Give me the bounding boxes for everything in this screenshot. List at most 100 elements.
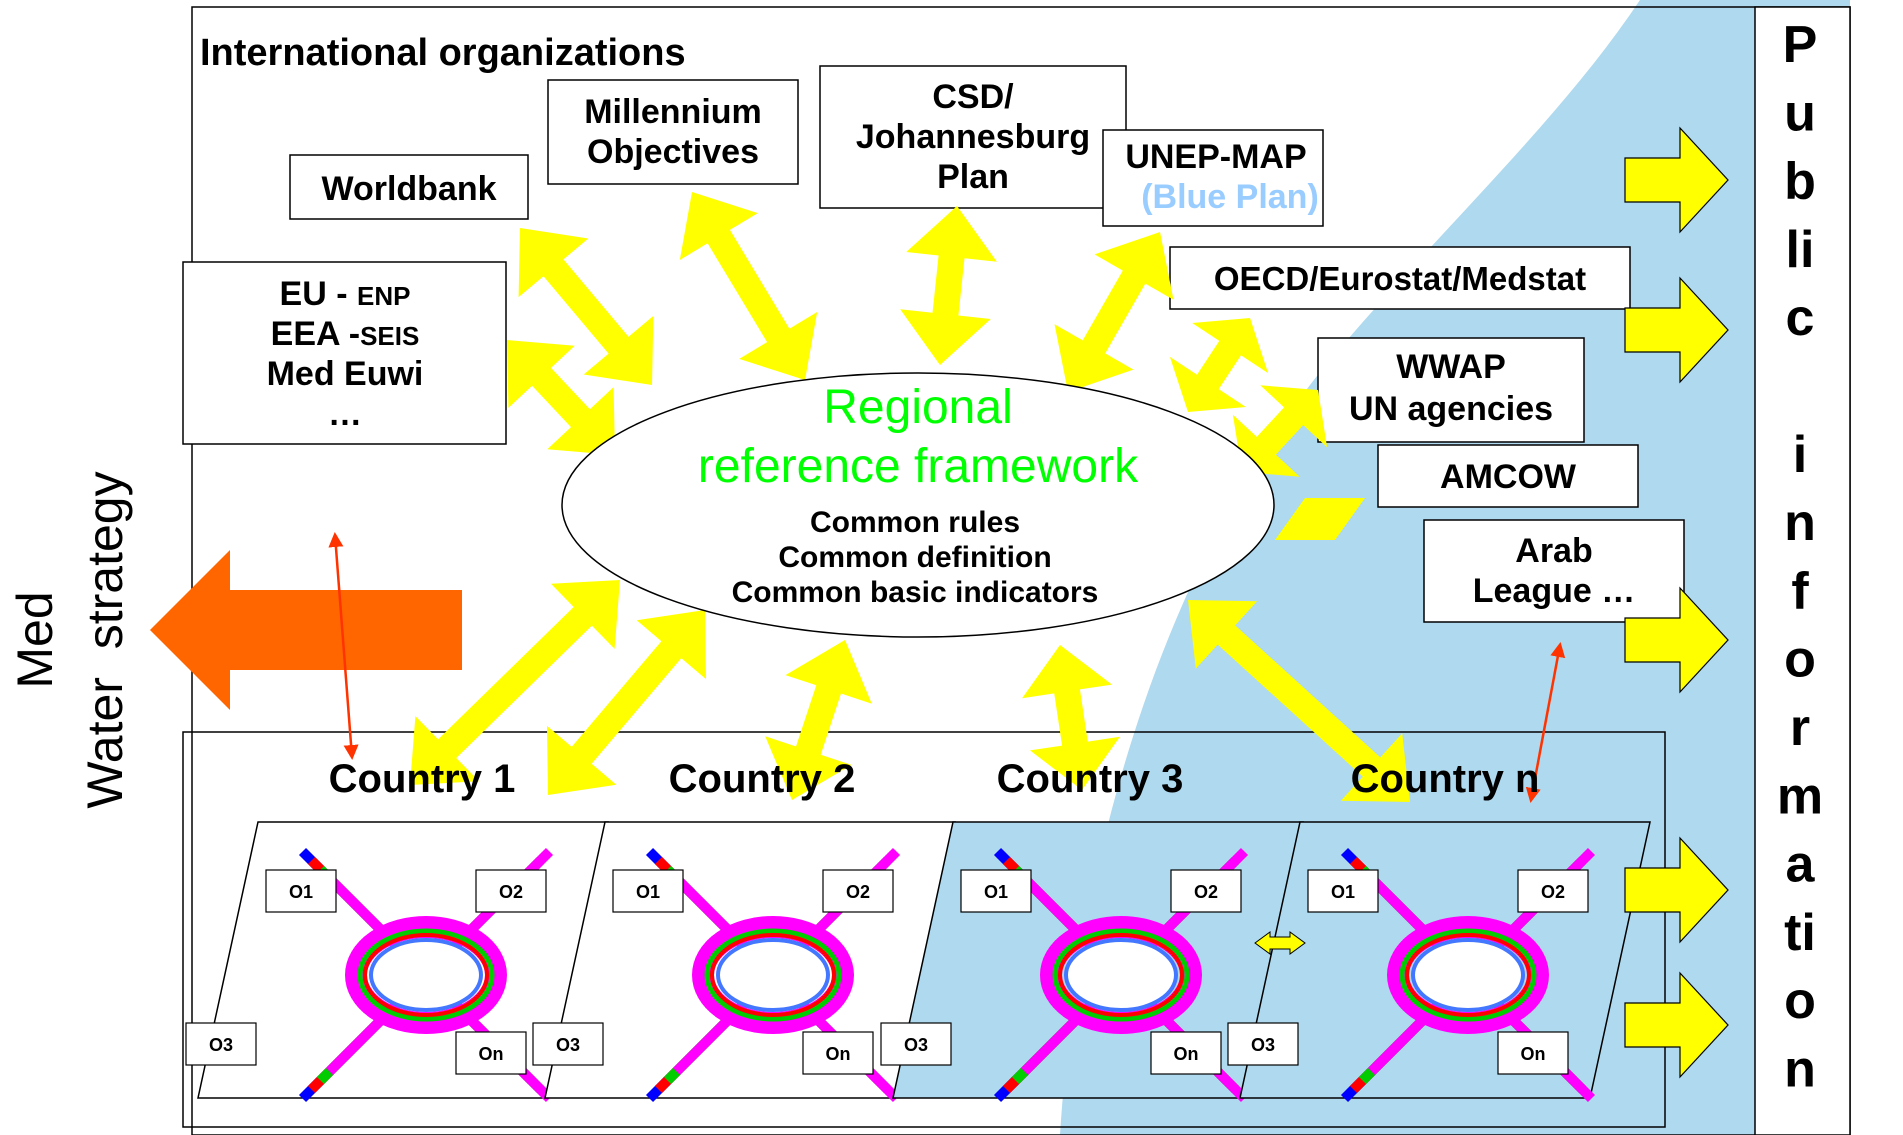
ring-red [1405,933,1531,1017]
unep-line1: UNEP-MAP [1125,138,1306,176]
operator-label-on: On [1174,1044,1199,1064]
public-information-letter: a [1786,836,1816,894]
ring-green [704,928,842,1022]
arrow-unep-framework [1054,232,1174,392]
ring-red [363,933,489,1017]
org-unep-map: UNEP-MAP (Blue Plan) [1102,129,1324,227]
ring-outer [1040,916,1202,1034]
operator-box-o3 [185,1022,257,1066]
operator-label-o1: O1 [289,882,313,902]
amcow-label: AMCOW [1440,458,1577,496]
eu-line3: Med Euwi [267,355,424,393]
strategy-orange-arrow [150,550,462,710]
csd-line2: Johannesburg [856,118,1090,156]
ring-red [1058,933,1184,1017]
yellow-link-arrows [410,192,1410,802]
public-information-letter: li [1786,221,1815,279]
operator-box-o1 [612,869,684,913]
ring-inner [369,938,483,1012]
org-eu: EU - ENP EEA -SEIS Med Euwi … [182,261,507,445]
framework-common-indicators: Common basic indicators [732,576,1099,609]
operator-box-o1 [1307,869,1379,913]
side-label-line1: Med [7,591,63,688]
country-1-label: Country 1 [329,757,516,801]
org-worldbank: Worldbank [289,154,529,220]
med-water-strategy-label: Med Water strategy [7,471,133,808]
org-wwap: WWAP UN agencies [1317,337,1585,443]
regional-framework-ellipse: Regional reference framework Common rule… [561,372,1275,638]
org-csd: CSD/ Johannesburg Plan [819,65,1127,209]
arrow-framework-countryn [1188,600,1410,802]
arrow-worldbank-framework [518,228,654,385]
public-information-letter: n [1784,494,1816,552]
wwap-line1: WWAP [1396,348,1506,386]
operator-label-o1: O1 [636,882,660,902]
framework-title-line2: reference framework [698,440,1139,493]
operator-label-o3: O3 [1251,1035,1275,1055]
arrow-framework-country1b [547,610,706,795]
operator-box-on [802,1031,874,1075]
operator-box-on [455,1031,527,1075]
yellow-parallelogram [1275,498,1365,540]
red-link-arab-countries [1525,642,1566,803]
operator-box-on [1497,1031,1569,1075]
csd-line3: Plan [937,158,1009,196]
public-information-letter: m [1777,767,1823,825]
wwap-line2: UN agencies [1349,390,1553,428]
arrow-framework-country3 [1022,645,1120,790]
operator-box-o2 [475,869,547,913]
operator-label-o3: O3 [904,1035,928,1055]
ring-green [1052,928,1190,1022]
public-information-letter: o [1784,972,1816,1030]
arrow-framework-country1a [410,580,620,785]
international-organizations-heading: International organizations [200,32,686,74]
framework-title-line1: Regional [823,381,1012,434]
unep-blue-plan: (Blue Plan) [1141,178,1319,216]
operator-label-o3: O3 [209,1035,233,1055]
millennium-line2: Objectives [587,133,759,171]
worldbank-label: Worldbank [321,170,496,208]
operator-box-o1 [265,869,337,913]
operator-label-o2: O2 [499,882,523,902]
red-link-eu-countries [328,532,359,760]
country-2-label: Country 2 [669,757,856,801]
org-arab-league: Arab League … [1423,519,1685,623]
country-n-label: Country n [1351,757,1540,801]
operator-label-o2: O2 [1541,882,1565,902]
operator-box-o2 [1517,869,1589,913]
public-information-letter: c [1786,289,1815,347]
public-output-arrow [1624,971,1729,1079]
eu-line2: EEA -SEIS [271,315,420,353]
eu-line4: … [328,395,362,433]
public-output-arrow [1624,586,1729,694]
public-information-letter: u [1784,84,1816,142]
country-3-n-link-arrow [1254,931,1306,955]
public-information-letter: i [1793,426,1807,484]
public-information-letter: o [1784,631,1816,689]
ring-inner [1411,938,1525,1012]
ring-red [710,933,836,1017]
operator-box-on [1150,1031,1222,1075]
country-3-label: Country 3 [997,757,1184,801]
operator-label-o2: O2 [1194,882,1218,902]
operator-box-o1 [960,869,1032,913]
org-amcow: AMCOW [1377,444,1639,508]
org-oecd: OECD/Eurostat/Medstat [1169,246,1631,310]
csd-line1: CSD/ [932,78,1014,116]
framework-common-rules: Common rules [810,506,1020,539]
framework-common-definition: Common definition [778,541,1051,574]
ring-outer [692,916,854,1034]
millennium-line1: Millennium [584,93,762,131]
arrow-wwap-framework [1232,385,1328,477]
ring-inner [1064,938,1178,1012]
public-information-letter: b [1784,153,1816,211]
operator-box-o2 [822,869,894,913]
ring-outer [345,916,507,1034]
arrow-framework-country2 [765,640,872,800]
public-output-arrow [1624,836,1729,944]
